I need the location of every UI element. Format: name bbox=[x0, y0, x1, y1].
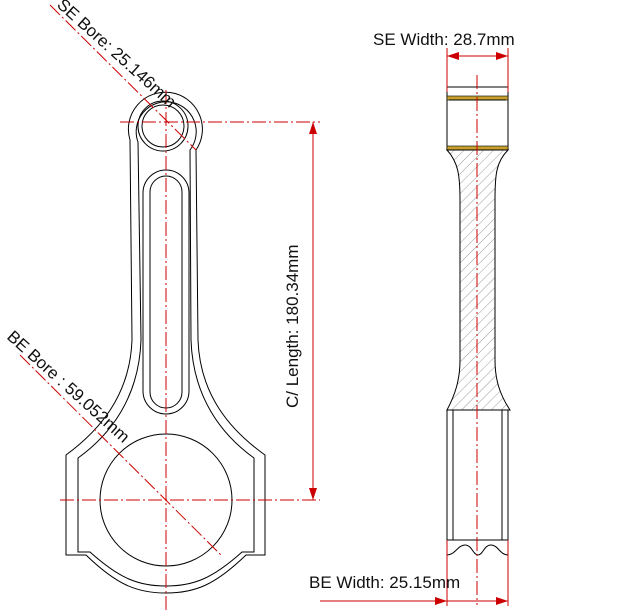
small-end-bore bbox=[137, 100, 189, 152]
small-end-bore-inner bbox=[141, 104, 185, 148]
be-width-label: BE Width: 25.15mm bbox=[309, 573, 460, 592]
front-view bbox=[19, 4, 320, 611]
se-bore-label: SE Bore: 25.146mm bbox=[53, 0, 179, 111]
length-arrow-top bbox=[309, 122, 317, 134]
big-end-notches bbox=[446, 540, 509, 556]
side-view bbox=[320, 48, 511, 606]
se-bore-leader bbox=[49, 4, 197, 151]
se-width-label: SE Width: 28.7mm bbox=[373, 30, 515, 49]
shank-section bbox=[445, 149, 511, 411]
be-bore-label: BE Bore : 59.052mm bbox=[3, 327, 133, 447]
rod-outline bbox=[65, 91, 266, 594]
be-bore-leader bbox=[19, 354, 223, 557]
center-length-label: C/ Length: 180.34mm bbox=[283, 245, 302, 408]
be-width-arrow-right bbox=[496, 597, 508, 605]
se-width-arrow-right bbox=[496, 52, 508, 60]
be-width-arrow-left bbox=[435, 597, 447, 605]
length-arrow-bottom bbox=[309, 488, 317, 500]
se-width-arrow-left bbox=[447, 52, 459, 60]
